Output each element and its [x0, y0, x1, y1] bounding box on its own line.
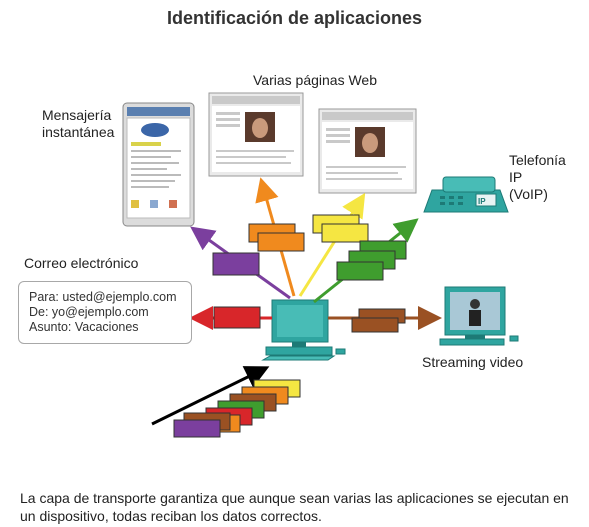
im-window-icon: [122, 102, 195, 227]
segment-green-3: [336, 261, 384, 281]
im-label: Mensajería instantánea: [42, 107, 115, 140]
segment-purple: [212, 252, 260, 276]
email-box: Para: usted@ejemplo.com De: yo@ejemplo.c…: [18, 281, 192, 344]
ip-phone-icon: IP: [423, 176, 509, 213]
svg-text:IP: IP: [478, 197, 486, 206]
email-label: Correo electrónico: [24, 255, 139, 271]
computer-icon: [261, 299, 346, 361]
web-page-1-icon: [208, 92, 304, 177]
segment-brown-2: [351, 317, 399, 333]
stream-segment-8: [173, 419, 221, 438]
voip-label: Telefonía IP (VoIP): [509, 152, 566, 202]
email-subject: Asunto: Vacaciones: [29, 320, 139, 334]
segment-yellow-2: [321, 223, 369, 243]
arrow-web-2: [298, 192, 366, 297]
video-monitor-icon: [439, 286, 519, 346]
arrow-incoming: [151, 366, 270, 426]
email-from: De: yo@ejemplo.com: [29, 305, 149, 319]
footer-text: La capa de transporte garantiza que aunq…: [20, 490, 569, 524]
web-label: Varias páginas Web: [253, 72, 377, 88]
web-page-2-icon: [318, 108, 417, 194]
page-title: Identificación de aplicaciones: [166, 8, 423, 28]
segment-red: [213, 306, 261, 329]
streaming-label: Streaming video: [422, 354, 524, 370]
segment-orange-2: [257, 232, 305, 252]
email-to: Para: usted@ejemplo.com: [29, 290, 177, 304]
